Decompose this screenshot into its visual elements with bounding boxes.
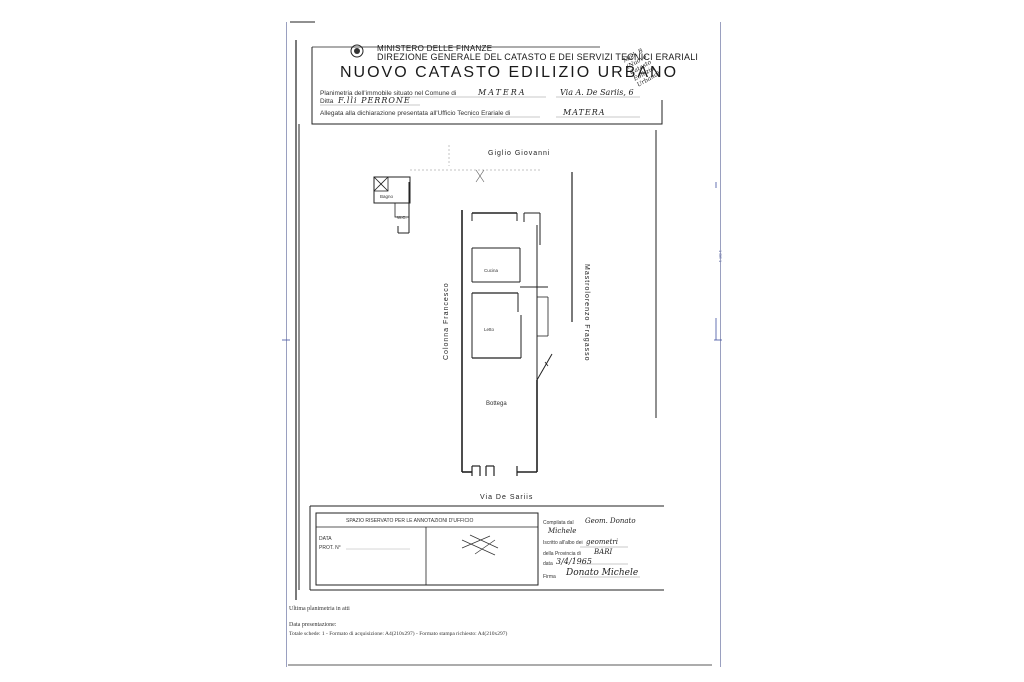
firma-label: Firma [543,574,556,580]
reserved-title: SPAZIO RISERVATO PER LE ANNOTAZIONI D'UF… [346,518,474,524]
note-ultima-planimetria: Ultima planimetria in atti [289,606,350,612]
provincia-value: BARI [594,548,613,556]
room-label-bagno: Bagno [380,194,394,199]
document-title: NUOVO CATASTO EDILIZIO URBANO [340,64,679,81]
row1-label: Planimetria dell'immobile situato nel Co… [320,90,457,97]
firma-value: Donato Michele [566,568,639,578]
compiled-name: Geom. Donato [585,517,636,525]
row2-ditta: F.lli PERRONE [338,96,411,105]
data-label: DATA [319,536,332,542]
west-neighbor-label: Colonna Francesco [443,282,450,360]
row1-comune: MATERA [478,88,527,97]
room-label-cucina: Cucina [484,268,499,273]
east-neighbor-label: Mastrolorenzo Fragasso [583,264,590,362]
note-data-presentazione: Data presentazione: [289,622,337,628]
iscritto-value: geometri [586,538,619,546]
margin-side-note: 1 DE 1 [718,250,723,263]
row2-label: Ditta [320,98,334,105]
page-frame [286,22,721,667]
provincia-label: della Provincia di [543,551,581,557]
note-totale-schede: Totale schede: 1 - Formato di acquisizio… [289,631,508,637]
direzione-label: DIREZIONE GENERALE DEL CATASTO E DEI SER… [377,52,699,62]
ministry-label: MINISTERO DELLE FINANZE [377,44,493,53]
room-label-letto: Letto [484,327,495,332]
room-label-bottega: Bottega [486,401,507,407]
room-label-small: W.C. [397,215,407,220]
prot-label: PROT. N° [319,545,341,551]
compiled-name2: Michele [548,527,577,535]
data-compil-value: 3/4/1965 [556,557,592,566]
north-street-label: Giglio Giovanni [488,150,551,157]
row3-label: Allegata alla dichiarazione presentata a… [320,110,511,117]
footer-sketch [461,534,499,556]
iscritto-label: Iscritto all'albo dei [543,540,583,546]
data-compil-label: data [543,561,553,567]
row3-city: MATERA [563,108,606,117]
south-street-label: Via De Sariis [480,494,534,501]
compiled-label: Compilata dal [543,520,574,526]
seal-emblem [350,44,364,58]
row1-via: Via A. De Sariis, 6 [560,88,634,97]
